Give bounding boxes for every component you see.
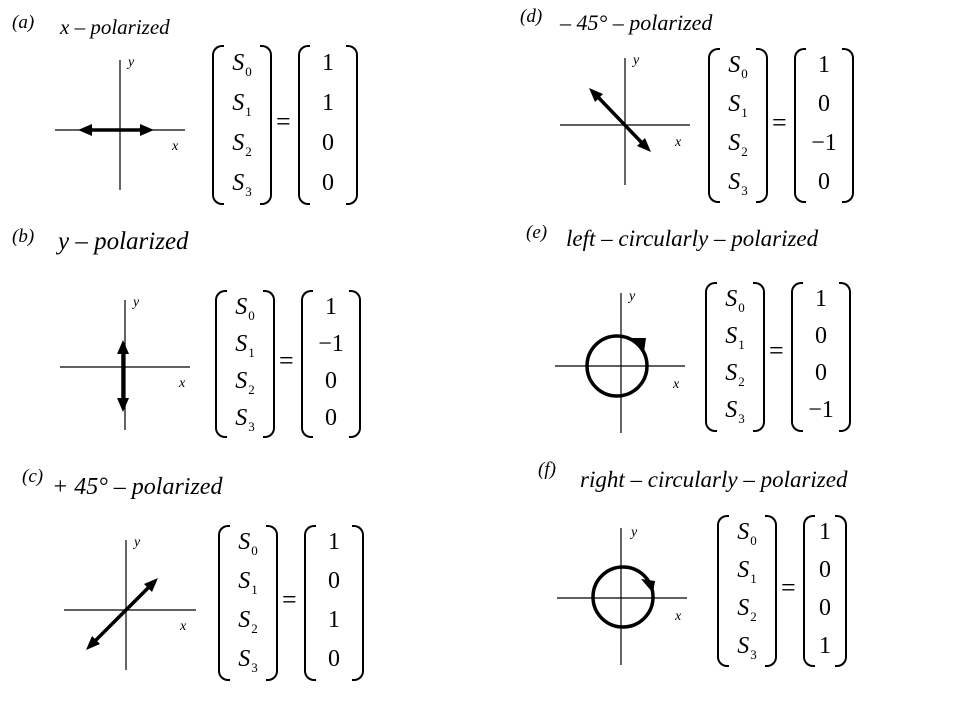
panel-label: (b) bbox=[12, 226, 35, 247]
stokes-vector: S0 S1 S2 S3 bbox=[218, 525, 278, 681]
equals-sign: = bbox=[772, 108, 787, 137]
stokes-equation: S0 S1 S2 S3 = 1 −1 0 0 bbox=[215, 290, 361, 438]
equals-sign: = bbox=[282, 585, 297, 614]
y-axis-label: y bbox=[131, 295, 140, 310]
stokes-equation: S0 S1 S2 S3 = 1 1 0 0 bbox=[212, 45, 358, 205]
value-vector: 1 1 0 0 bbox=[298, 45, 358, 205]
polarization-arrow-icon bbox=[78, 124, 154, 136]
panel-a: (a) x – polarized x y S0 S1 S2 S3 = 1 1 … bbox=[0, 0, 480, 240]
panel-title: – 45° – polarized bbox=[560, 10, 713, 35]
x-axis-label: x bbox=[672, 377, 680, 392]
stokes-vector: S0 S1 S2 S3 bbox=[708, 48, 768, 203]
panel-e: (e) left – circularly – polarized x y S0… bbox=[480, 220, 960, 460]
stokes-vector: S0 S1 S2 S3 bbox=[215, 290, 275, 438]
circular-arrow-icon bbox=[591, 565, 655, 629]
panel-d: (d) – 45° – polarized x y S0 S1 S2 S3 = … bbox=[480, 0, 960, 240]
panel-label: (c) bbox=[22, 466, 44, 487]
stokes-equation: S0 S1 S2 S3 = 1 0 0 1 bbox=[717, 515, 847, 667]
polarization-diagram: x y bbox=[560, 53, 690, 185]
polarization-arrow-icon bbox=[86, 578, 158, 650]
x-axis-label: x bbox=[674, 135, 682, 150]
stokes-vector: S0 S1 S2 S3 bbox=[212, 45, 272, 205]
polarization-diagram: x y bbox=[557, 525, 687, 665]
y-axis-label: y bbox=[132, 535, 141, 550]
stokes-vector: S0 S1 S2 S3 bbox=[705, 282, 765, 432]
x-axis-label: x bbox=[179, 619, 187, 634]
panel-f: (f) right – circularly – polarized x y S… bbox=[480, 455, 960, 695]
value-vector: 1 −1 0 0 bbox=[301, 290, 361, 438]
polarization-arrow-icon bbox=[589, 88, 651, 152]
panel-label: (f) bbox=[538, 459, 556, 480]
polarization-diagram: x y bbox=[60, 295, 190, 430]
polarization-diagram: x y bbox=[64, 535, 196, 670]
x-axis-label: x bbox=[674, 609, 682, 624]
panel-title: left – circularly – polarized bbox=[566, 226, 819, 251]
y-axis-label: y bbox=[126, 55, 135, 70]
panel-label: (e) bbox=[526, 222, 548, 243]
equals-sign: = bbox=[276, 107, 291, 136]
y-axis-label: y bbox=[631, 53, 640, 68]
panel-title: y – polarized bbox=[58, 228, 189, 255]
panel-title: + 45° – polarized bbox=[52, 474, 223, 500]
value-vector: 1 0 1 0 bbox=[304, 525, 364, 681]
y-axis-label: y bbox=[629, 525, 638, 540]
panel-label: (d) bbox=[520, 6, 543, 27]
x-axis-label: x bbox=[178, 376, 186, 391]
panel-title: x – polarized bbox=[60, 15, 170, 39]
value-vector: 1 0 0 1 bbox=[803, 515, 847, 667]
polarization-diagram: x y bbox=[55, 55, 185, 190]
equals-sign: = bbox=[279, 346, 294, 375]
panel-title: right – circularly – polarized bbox=[580, 467, 848, 492]
panel-c: (c) + 45° – polarized x y S0 S1 S2 S3 = … bbox=[0, 460, 480, 700]
panel-label: (a) bbox=[12, 12, 35, 33]
circular-arrow-icon bbox=[585, 334, 649, 398]
y-axis-label: y bbox=[627, 289, 636, 304]
polarization-arrow-icon bbox=[117, 340, 129, 412]
value-vector: 1 0 0 −1 bbox=[791, 282, 851, 432]
stokes-vector: S0 S1 S2 S3 bbox=[717, 515, 777, 667]
panel-b: (b) y – polarized x y S0 S1 S2 S3 = 1 −1… bbox=[0, 220, 480, 460]
equals-sign: = bbox=[769, 336, 784, 365]
value-vector: 1 0 −1 0 bbox=[794, 48, 854, 203]
stokes-equation: S0 S1 S2 S3 = 1 0 0 −1 bbox=[705, 282, 851, 432]
stokes-equation: S0 S1 S2 S3 = 1 0 −1 0 bbox=[708, 48, 854, 203]
x-axis-label: x bbox=[171, 139, 179, 154]
stokes-equation: S0 S1 S2 S3 = 1 0 1 0 bbox=[218, 525, 364, 681]
polarization-diagram: x y bbox=[555, 289, 685, 433]
equals-sign: = bbox=[781, 573, 796, 602]
